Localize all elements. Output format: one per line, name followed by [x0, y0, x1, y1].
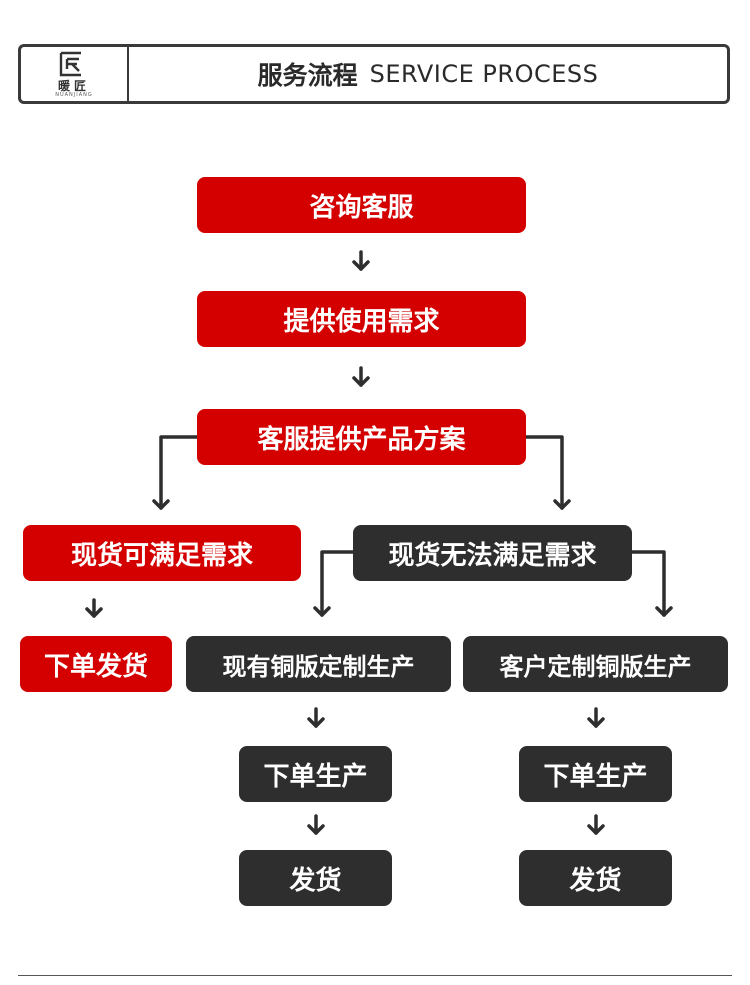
- node-order-produce-left: 下单生产: [239, 746, 392, 802]
- node-in-stock: 现货可满足需求: [23, 525, 301, 581]
- logo-mark-icon: [59, 51, 81, 77]
- arrow-solution-to-in-stock: [152, 435, 199, 510]
- node-solution: 客服提供产品方案: [197, 409, 526, 465]
- arrow-solution-to-not-in-stock: [524, 435, 571, 510]
- arrow-existing-plate-to-order-produce: [307, 707, 325, 728]
- logo: 暖匠 NUANJIANG: [21, 47, 129, 101]
- bottom-divider: [18, 975, 732, 976]
- arrow-not-in-stock-to-custom-plate: [630, 550, 673, 617]
- logo-subtext: NUANJIANG: [55, 92, 93, 98]
- arrow-in-stock-to-order-ship: [85, 598, 103, 618]
- arrow-order-produce-to-ship-left: [307, 814, 325, 835]
- node-custom-plate: 客户定制铜版生产: [463, 636, 728, 692]
- node-ship-right: 发货: [519, 850, 672, 906]
- node-existing-plate: 现有铜版定制生产: [186, 636, 451, 692]
- node-requirements: 提供使用需求: [197, 291, 526, 347]
- title-english: SERVICE PROCESS: [369, 60, 599, 88]
- node-order-ship: 下单发货: [20, 636, 172, 692]
- header-bar: 暖匠 NUANJIANG 服务流程 SERVICE PROCESS: [18, 44, 730, 104]
- arrow-consult-to-requirements: [352, 250, 370, 271]
- node-not-in-stock: 现货无法满足需求: [353, 525, 632, 581]
- node-order-produce-right: 下单生产: [519, 746, 672, 802]
- node-consult: 咨询客服: [197, 177, 526, 233]
- arrow-not-in-stock-to-existing-plate: [313, 550, 355, 617]
- page-title: 服务流程 SERVICE PROCESS: [129, 47, 727, 101]
- title-chinese: 服务流程: [257, 61, 358, 90]
- arrow-order-produce-to-ship-right: [587, 814, 605, 835]
- node-ship-left: 发货: [239, 850, 392, 906]
- logo-text: 暖匠: [57, 79, 90, 93]
- arrow-requirements-to-solution: [352, 366, 370, 387]
- arrow-custom-plate-to-order-produce: [587, 707, 605, 728]
